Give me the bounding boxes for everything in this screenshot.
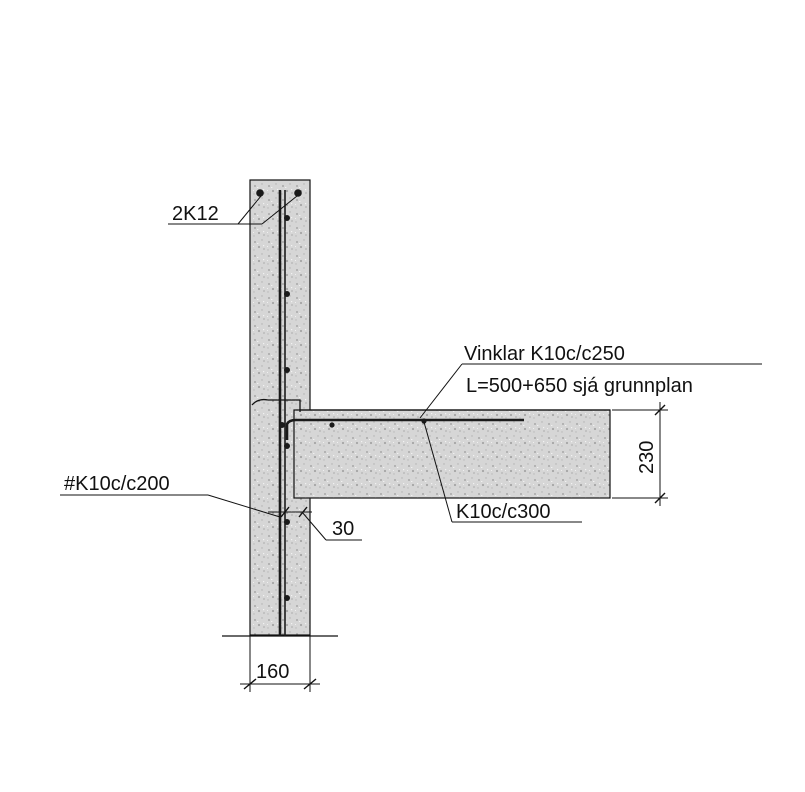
wall-thickness-label: 160: [256, 661, 289, 683]
construction-joint: [251, 398, 610, 412]
rebar-section-icon: [279, 422, 285, 428]
wall-mesh-label: #K10c/c200: [64, 473, 170, 495]
slab-thickness-label: 230: [636, 441, 658, 474]
leader-slab-bars: [423, 421, 582, 523]
rebar-section-icon: [284, 291, 290, 297]
leader-wall-mesh: [60, 494, 281, 518]
top-bars-2k12: [256, 189, 302, 197]
rebar-section-icon: [284, 443, 290, 449]
dimension-tick-icon: [280, 506, 290, 518]
rebar-section-icon: [256, 189, 264, 197]
wall-bar-sections: [279, 215, 290, 601]
dimension-tick-icon: [298, 506, 308, 518]
top-bars-label: 2K12: [172, 203, 219, 225]
slab-concrete: [293, 409, 611, 499]
leader-angle-bars: [419, 363, 762, 419]
rebar-section-icon: [284, 595, 290, 601]
angle-bars-label: Vinklar K10c/c250: [464, 343, 625, 365]
cover-label: 30: [332, 518, 354, 540]
slab-thickness-dimension: [612, 402, 668, 506]
cover-dimension: [268, 506, 362, 541]
dimension-tick-icon: [654, 492, 666, 504]
angle-bar: [285, 418, 524, 440]
rebar-section-icon: [284, 519, 290, 525]
rebar-section-icon: [284, 367, 290, 373]
rebar-section-icon: [329, 422, 335, 428]
wall-vertical-rebar: [278, 190, 286, 636]
wall-thickness-dimension: [240, 636, 320, 692]
dimension-tick-icon: [243, 678, 257, 690]
dimension-tick-icon: [654, 404, 666, 416]
dimension-tick-icon: [303, 678, 317, 690]
rebar-section-icon: [284, 215, 290, 221]
slab-bars-label: K10c/c300: [456, 501, 551, 523]
angle-length-label: L=500+650 sjá grunnplan: [466, 375, 693, 397]
rebar-section-icon: [294, 189, 302, 197]
leader-top-bars: [168, 195, 298, 225]
rebar-section-icon: [421, 418, 427, 424]
